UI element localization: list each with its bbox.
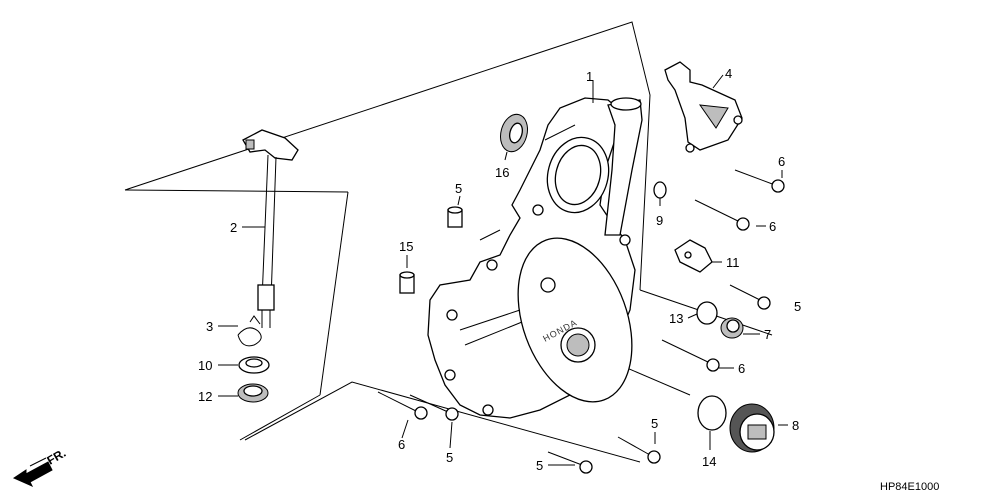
part-3-return-spring bbox=[237, 315, 262, 347]
callout-10: 10 bbox=[198, 358, 212, 373]
callout-13: 13 bbox=[669, 311, 683, 326]
part-10-washer bbox=[238, 356, 270, 374]
callout-1: 1 bbox=[586, 69, 593, 84]
callout-5-lower-right: 5 bbox=[651, 416, 658, 431]
part-7-plug bbox=[720, 317, 744, 339]
bolt-6-upper bbox=[734, 169, 785, 193]
callout-16: 16 bbox=[495, 165, 509, 180]
bolt-5-lower-left bbox=[409, 394, 459, 421]
callout-7: 7 bbox=[764, 327, 771, 342]
callout-4: 4 bbox=[725, 66, 732, 81]
leader-lines bbox=[218, 74, 788, 466]
part-13-o-ring bbox=[696, 301, 718, 325]
callout-14: 14 bbox=[702, 454, 716, 469]
callout-6-mid: 6 bbox=[769, 219, 776, 234]
part-1-left-crankcase-cover: HONDA bbox=[427, 97, 643, 419]
bolt-6-lower-left bbox=[377, 391, 428, 420]
part-14-o-ring bbox=[697, 395, 727, 431]
callout-2: 2 bbox=[230, 220, 237, 235]
callout-6-upper: 6 bbox=[778, 154, 785, 169]
callout-labels: 1 2 3 4 5 5 5 5 5 6 6 6 6 7 8 9 10 11 12… bbox=[198, 66, 801, 473]
part-15-dowel-pin-upper bbox=[447, 206, 463, 228]
bolt-6-lower-right bbox=[661, 339, 720, 372]
bolt-5-right bbox=[729, 284, 771, 310]
bolt-6-mid bbox=[694, 199, 750, 231]
callout-5-upper-left: 5 bbox=[455, 181, 462, 196]
callout-9: 9 bbox=[656, 213, 663, 228]
bolt-5-lower-center bbox=[547, 451, 593, 474]
callout-5-lower-center: 5 bbox=[536, 458, 543, 473]
callout-8: 8 bbox=[792, 418, 799, 433]
callout-6-lower-right: 6 bbox=[738, 361, 745, 376]
part-11-clamp bbox=[674, 239, 713, 273]
part-9-washer bbox=[653, 181, 667, 199]
callout-6-lower-left: 6 bbox=[398, 437, 405, 452]
part-8-hole-cap bbox=[729, 403, 775, 453]
part-15-dowel-pin-lower bbox=[399, 271, 415, 294]
callout-5-lower-left: 5 bbox=[446, 450, 453, 465]
diagram-code: HP84E1000 bbox=[880, 481, 939, 493]
part-16-oil-seal bbox=[500, 113, 528, 153]
part-4-bracket bbox=[664, 61, 743, 153]
callout-15: 15 bbox=[399, 239, 413, 254]
front-direction-arrow: FR. bbox=[12, 446, 68, 488]
callout-12: 12 bbox=[198, 389, 212, 404]
part-2-shift-spindle bbox=[242, 129, 299, 328]
bolt-5-lower-right bbox=[617, 436, 661, 464]
callout-3: 3 bbox=[206, 319, 213, 334]
callout-5-right: 5 bbox=[794, 299, 801, 314]
part-12-oil-seal bbox=[237, 383, 269, 403]
callout-11: 11 bbox=[726, 255, 740, 270]
